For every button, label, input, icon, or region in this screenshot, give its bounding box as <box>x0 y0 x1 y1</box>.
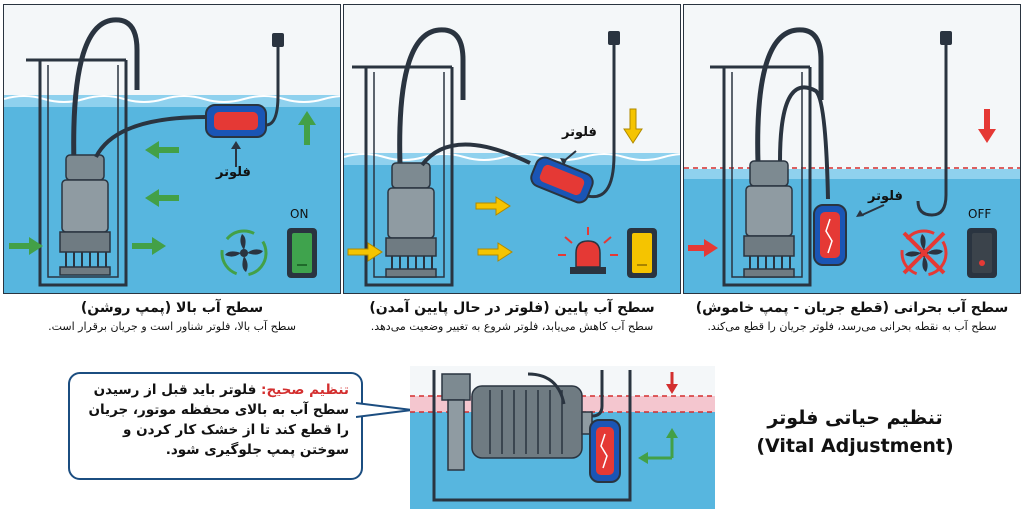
power-switch-neutral-icon <box>627 228 657 278</box>
bubble-pointer <box>356 402 413 418</box>
float-callout-arrow <box>861 204 885 216</box>
float-switch <box>589 419 621 483</box>
note-text: فلوتر باید قبل از رسیدن سطح آب به بالای … <box>88 382 349 458</box>
submersible-pump <box>59 17 140 276</box>
float-cable <box>94 115 207 158</box>
tank-wall <box>432 370 632 502</box>
low-level-illustration <box>344 27 680 293</box>
caption-title: سطح آب بحرانی (قطع جریان - پمپ خاموش) <box>695 300 1009 316</box>
surface-pump-tank-illustration <box>410 366 715 509</box>
submersible-pump <box>385 27 466 278</box>
vital-adjustment-title: تنظیم حیاتی فلوتر (Vital Adjustment) <box>740 404 970 460</box>
inflow-arrows <box>688 109 996 257</box>
wave-line <box>4 95 340 103</box>
vital-title-fa: تنظیم حیاتی فلوتر <box>767 407 943 429</box>
caption-description: سطح آب کاهش می‌یابد، فلوتر شروع به تغییر… <box>370 320 654 333</box>
inflow-arrows <box>9 111 316 255</box>
submersible-pump <box>743 27 824 278</box>
panel-critical-level: فلوتر OFF <box>683 4 1021 294</box>
caption-title: سطح آب پایین (فلوتر در حال پایین آمدن) <box>369 300 655 316</box>
power-switch-on-icon <box>287 228 317 278</box>
surface-pump <box>441 372 593 471</box>
caption-low-level: سطح آب پایین (فلوتر در حال پایین آمدن) س… <box>343 298 681 336</box>
level-arrows <box>638 372 678 464</box>
float-switch <box>813 204 847 266</box>
vital-title-en: (Vital Adjustment) <box>756 435 954 457</box>
high-level-illustration <box>4 17 340 293</box>
wave-line <box>344 153 680 161</box>
well-casing <box>26 58 128 287</box>
switch-off-label: OFF <box>968 207 992 221</box>
panel-high-level: فلوتر ON <box>3 4 341 294</box>
plug <box>608 31 620 45</box>
panel-low-level: فلوتر <box>343 4 681 294</box>
adjustment-note-bubble: تنظیم صحیح: فلوتر باید قبل از رسیدن سطح … <box>68 372 363 480</box>
switch-on-label: ON <box>290 207 309 221</box>
critical-level-illustration <box>684 27 1020 293</box>
note-highlight: تنظیم صحیح: <box>261 382 349 398</box>
power-cable <box>916 45 948 217</box>
float-cable <box>420 142 531 167</box>
plug <box>940 31 952 45</box>
warning-siren-icon <box>558 227 618 274</box>
impeller-stopped-icon <box>900 229 948 277</box>
water <box>4 95 340 293</box>
caption-critical-level: سطح آب بحرانی (قطع جریان - پمپ خاموش) سط… <box>683 298 1021 336</box>
water <box>684 169 1020 293</box>
power-switch-off-icon <box>967 228 997 278</box>
caption-description: سطح آب به نقطه بحرانی می‌رسد، فلوتر جریا… <box>707 320 997 333</box>
caption-title: سطح آب بالا (پمپ روشن) <box>80 300 264 316</box>
power-cable <box>265 45 280 127</box>
float-label: فلوتر <box>868 189 903 204</box>
inflow-arrows <box>347 108 643 262</box>
water-surface <box>684 169 1020 179</box>
float-cable <box>778 85 830 200</box>
impeller-rotating-icon <box>220 229 268 277</box>
float-switch <box>205 104 267 138</box>
power-cable <box>583 45 616 198</box>
float-switch <box>530 156 594 204</box>
float-cable <box>591 370 604 418</box>
caption-high-level: سطح آب بالا (پمپ روشن) سطح آب بالا، فلوت… <box>3 298 341 336</box>
float-label: فلوتر <box>216 165 251 180</box>
float-label: فلوتر <box>562 125 597 140</box>
plug <box>272 33 284 47</box>
caption-description: سطح آب بالا، فلوتر شناور است و جریان برق… <box>48 320 296 333</box>
